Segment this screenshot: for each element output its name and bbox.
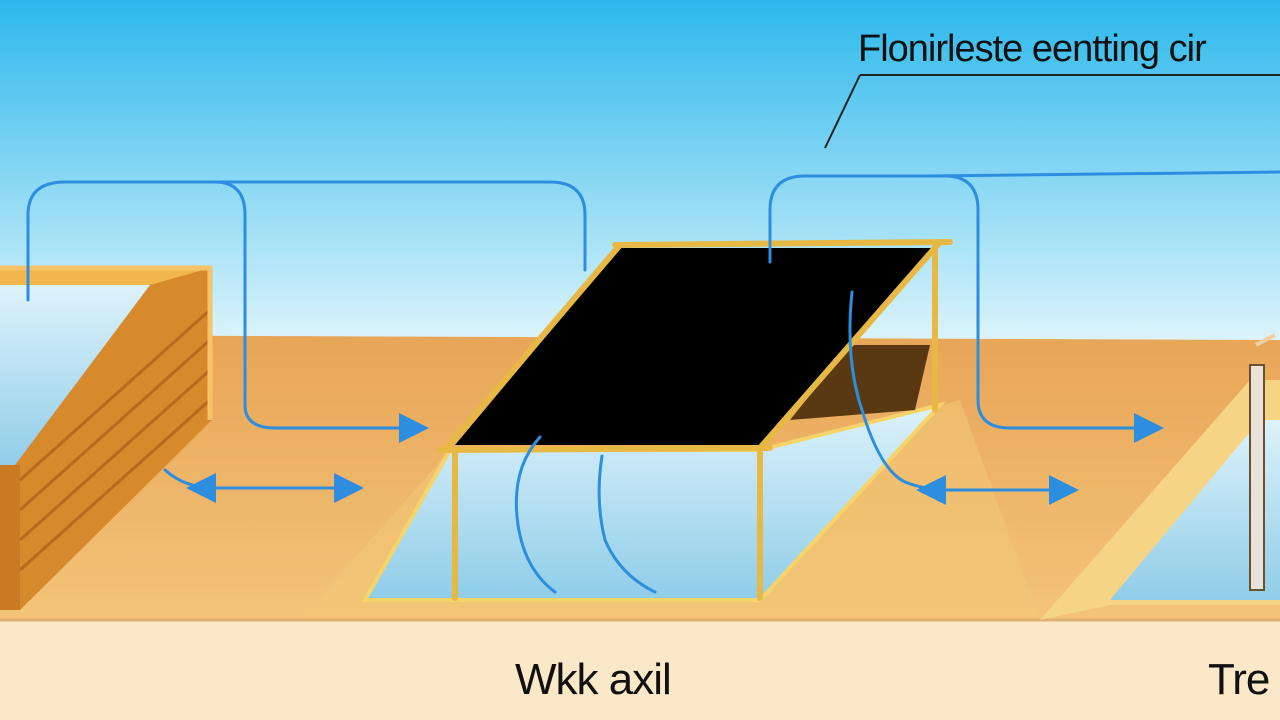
flow-lines xyxy=(26,170,1280,594)
right-label: Tre xyxy=(1208,655,1270,704)
right-water-basin xyxy=(1040,333,1280,620)
left-water-tank xyxy=(0,265,213,610)
base-strip xyxy=(0,620,1280,720)
title-leader-line xyxy=(824,74,1280,149)
diagram-title: Flonirleste eentting cir xyxy=(858,28,1207,70)
center-label: Wkk axil xyxy=(515,655,672,704)
solar-panel-frame xyxy=(437,239,953,601)
